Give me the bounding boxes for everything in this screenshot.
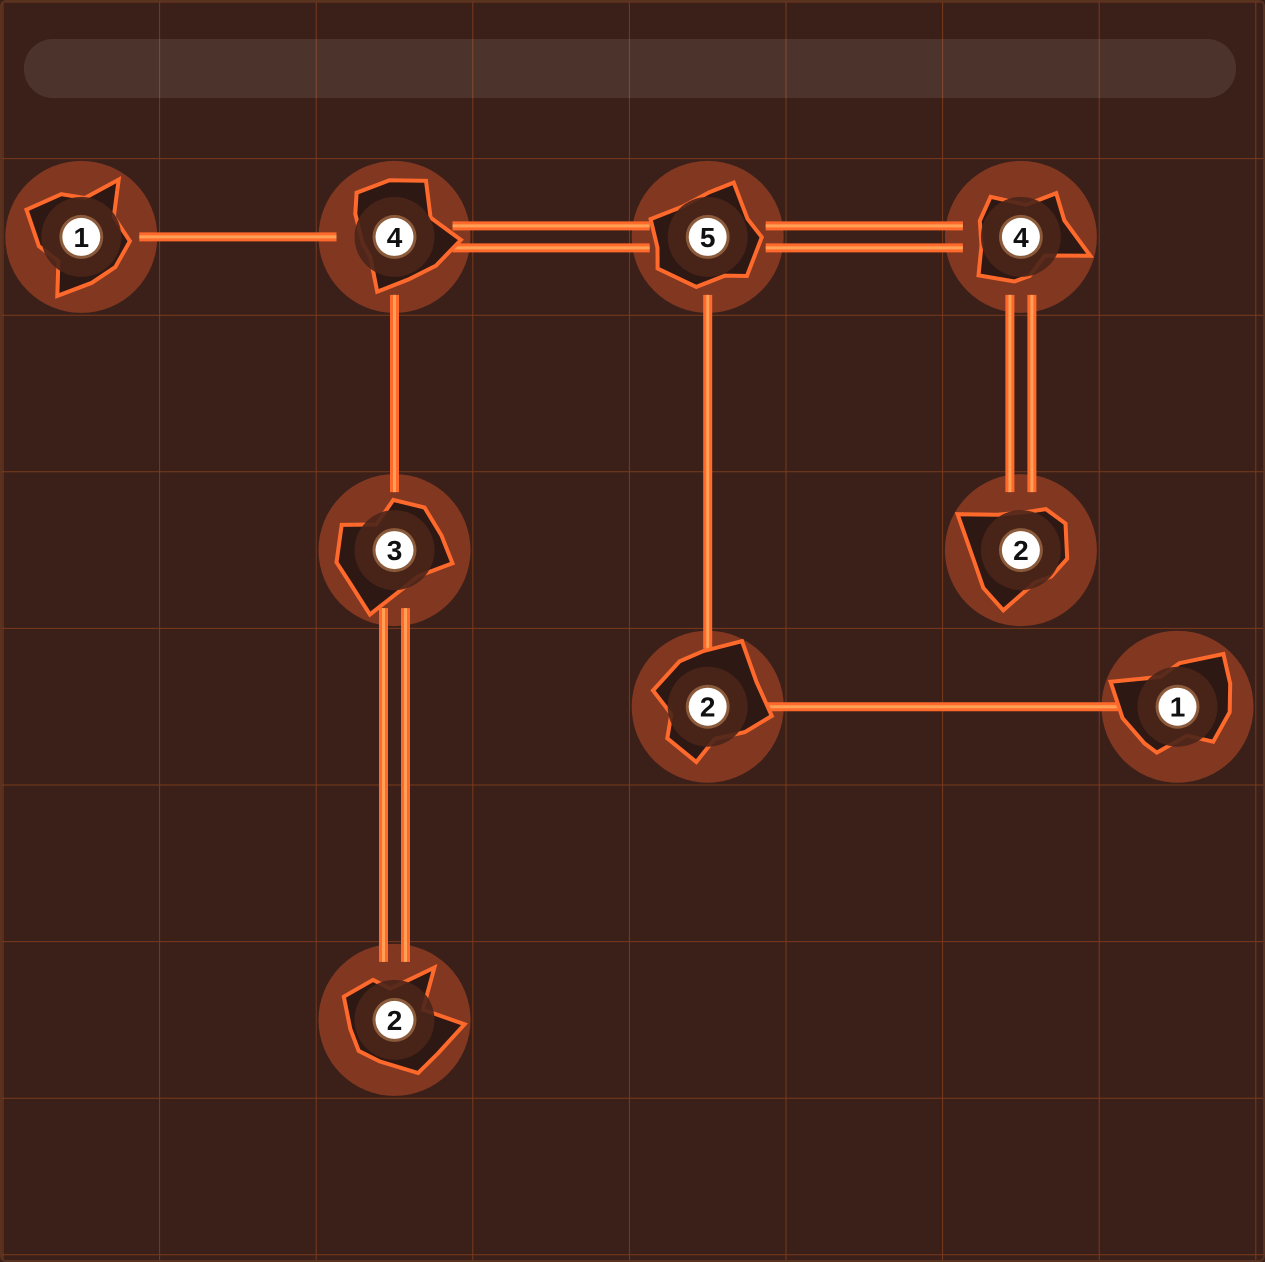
island-count-label: 2 [1013, 535, 1029, 566]
island-count-label: 1 [1170, 692, 1186, 723]
island-count-label: 2 [387, 1005, 403, 1036]
status-bar [24, 39, 1236, 98]
islands: 1 4 5 4 3 2 2 1 2 [27, 180, 1231, 1073]
island-count-label: 4 [1013, 222, 1029, 253]
island-count-label: 3 [387, 535, 403, 566]
island-count-label: 2 [700, 692, 716, 723]
island-count-label: 5 [700, 222, 716, 253]
bridge[interactable] [453, 226, 650, 248]
island-count-label: 4 [387, 222, 403, 253]
bridge[interactable] [766, 226, 963, 248]
bridge[interactable] [1010, 295, 1032, 492]
island-count-label: 1 [74, 222, 90, 253]
